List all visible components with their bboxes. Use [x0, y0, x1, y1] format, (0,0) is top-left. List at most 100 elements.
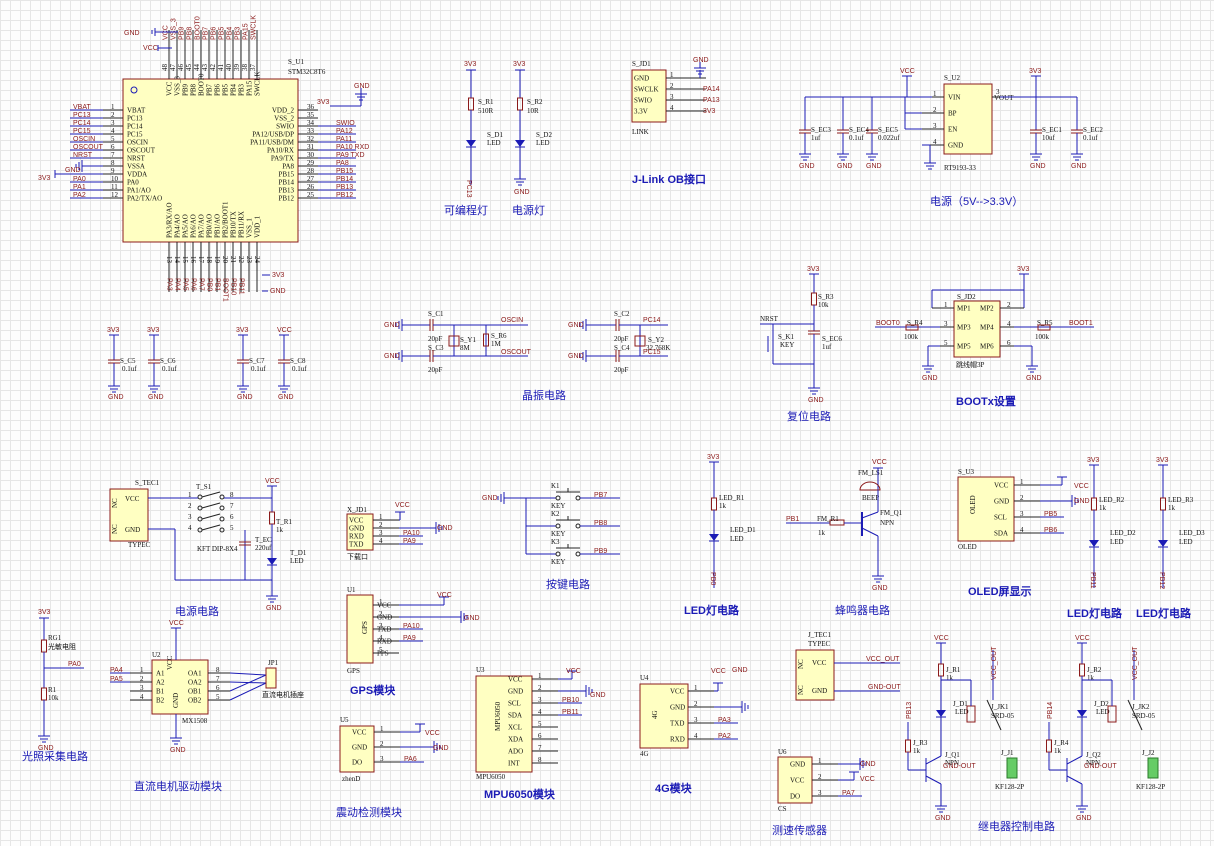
- relay1-j: J_J1: [1001, 749, 1014, 757]
- uart-pins-name: VCC: [349, 517, 364, 525]
- decap-val: 0.1uf: [162, 365, 177, 373]
- mcu-net-label: PB5: [219, 27, 226, 40]
- caption-reset: 复位电路: [787, 409, 831, 423]
- gps-chip: GPS: [361, 621, 369, 634]
- mcu-pin-name: PC13: [127, 115, 143, 123]
- mcu-net-label: PB15: [336, 168, 353, 175]
- gps-pins-num: 1: [379, 598, 383, 606]
- speed-sensor: J_TEC1 NC NC VCC GND TYPEC VCC_OUT GND-O…: [772, 631, 901, 837]
- caption-light: 光照采集电路: [22, 749, 88, 763]
- mcu-pin-name: PB4: [230, 83, 238, 96]
- reset-circuit: 3V3 S_R3 10k NRST S_K1 KEY S_EC6 1uf GND…: [760, 266, 842, 423]
- s-d2-val: LED: [536, 139, 550, 147]
- relay2-vout: VCC_OUT: [1132, 646, 1139, 680]
- pc15-net: PC15: [643, 349, 661, 356]
- key-val: KEY: [551, 558, 565, 566]
- vdda-3v3: 3V3: [38, 175, 51, 182]
- boot-pin-name: MP1: [957, 305, 971, 313]
- uart-pins-num: 1: [379, 513, 383, 521]
- vib-pins-name: VCC: [352, 729, 367, 737]
- mcu-pin-name: PA2/TX/AO: [127, 195, 162, 203]
- mcu-pin-name: PB6: [214, 83, 222, 96]
- mcu-pin-name: PA12/USB/DP: [252, 131, 294, 139]
- led-r2-caption: LED灯电路: [1067, 606, 1123, 620]
- mcu-pin-name: PB2/BOOT1: [222, 201, 230, 238]
- motor-in-name: A2: [156, 679, 165, 687]
- mcu-pin-num: 19: [213, 256, 221, 264]
- speed-pins-num: 2: [818, 773, 822, 781]
- s-c1: S_C1: [428, 310, 444, 318]
- t-ec-val: 220uf: [255, 544, 272, 552]
- gps-part: GPS: [347, 667, 360, 675]
- mcu-net-label: PB3: [235, 27, 242, 40]
- led-d1-val: LED: [730, 535, 744, 543]
- s-y2: S_Y2: [648, 336, 664, 344]
- mcu-pin-name: PB11/RX: [238, 211, 246, 238]
- mcu-net-label: PC14: [73, 120, 91, 127]
- mcu-pin-num: 33: [307, 127, 315, 135]
- jlink-pin-num: 1: [670, 71, 674, 79]
- mcu-pin-num: 37: [249, 64, 257, 72]
- relay2-r3v: 1k: [1054, 747, 1062, 755]
- s-c2-val: 20pF: [614, 335, 629, 343]
- g4-ref: U4: [640, 674, 649, 682]
- mcu-pin-name: VSSA: [127, 163, 145, 171]
- relay2-jv: KF128-2P: [1136, 783, 1165, 791]
- relay1-k: J_JK1: [991, 703, 1009, 711]
- fm-ls1-val: BEEP: [862, 494, 879, 502]
- mcu-net-label: PA8: [336, 160, 349, 167]
- mcu-right-3v3: 3V3: [317, 99, 330, 106]
- oled-pins-name: GND: [994, 498, 1009, 506]
- s-c3: S_C3: [428, 344, 444, 352]
- s-r5-val: 100k: [1035, 333, 1050, 341]
- gps-gnd: GND: [464, 615, 480, 622]
- jtec-vcc: VCC: [812, 659, 827, 667]
- mcu-pin-num: 2: [111, 111, 115, 119]
- g4-pins-num: 4: [694, 732, 698, 740]
- boot0-net: BOOT0: [876, 320, 900, 327]
- mcu-pin-num: 47: [169, 64, 177, 72]
- ldo-vcc: VCC: [900, 68, 915, 75]
- mcu-net-label: PA7: [198, 278, 205, 291]
- motor-gnd-pin: GND: [172, 693, 180, 708]
- caption-power: 电源（5V-->3.3V）: [930, 194, 1023, 208]
- mcu-net-label: PA3: [166, 278, 173, 291]
- mcu-pin-name: PA7/AO: [198, 214, 206, 238]
- relay-circuit-1: VCCJ_R11kJ_D1LEDJ_JK1SRD-05VCC_OUTGND-OU…: [905, 635, 1024, 822]
- decap-gnd: GND: [237, 394, 253, 401]
- mcu-net-label: PA9 TXD: [336, 152, 365, 159]
- led-r1: LED_R1: [719, 494, 745, 502]
- relay2-dv: LED: [1096, 708, 1110, 716]
- ldo-pin-num: 4: [933, 138, 937, 146]
- motor-out-num: 5: [216, 693, 220, 701]
- mcu-pin-name: BOOT0: [198, 73, 206, 96]
- dip-pin-num: 5: [230, 524, 234, 532]
- mcu-pin-name: VDD_2: [272, 107, 295, 115]
- mcu-net-label: VCC: [163, 25, 170, 40]
- caption-boot: BOOTx设置: [956, 394, 1016, 408]
- boot-pin-name: MP3: [957, 324, 971, 332]
- mcu-pin-num: 29: [307, 159, 315, 167]
- key-val: KEY: [551, 530, 565, 538]
- led-r2-r: LED_R2: [1099, 496, 1125, 504]
- s-r3-val: 10k: [818, 301, 829, 309]
- pc14-net: PC14: [643, 317, 661, 324]
- vib-pins-num: 2: [380, 740, 384, 748]
- mcu-pin-num: 25: [307, 191, 315, 199]
- relay1-dv: LED: [955, 708, 969, 716]
- ldo-cap-val: 10uf: [1042, 134, 1056, 142]
- boot-gnd1: GND: [922, 375, 938, 382]
- s-d1-net: PC13: [465, 180, 472, 198]
- key-val: KEY: [551, 502, 565, 510]
- xtal-gnd2: GND: [384, 353, 400, 360]
- mcu-pin-num: 13: [165, 256, 173, 264]
- mcu-pin-num: 16: [189, 256, 197, 264]
- mcu-pin-name: PA11/USB/DM: [250, 139, 295, 147]
- vib-gnd: GND: [433, 745, 449, 752]
- mpu-pins-name: INT: [508, 760, 520, 768]
- mpu-pins-num: 2: [538, 684, 542, 692]
- speed-pins-name: VCC: [790, 777, 805, 785]
